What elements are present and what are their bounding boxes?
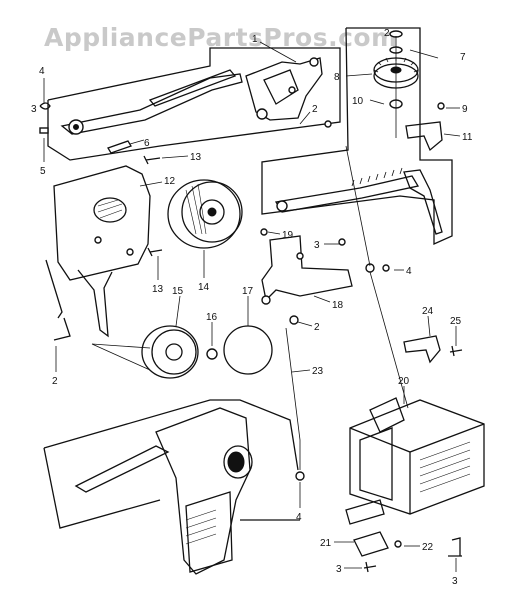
watermark-text: AppliancePartsPros.com <box>44 23 398 52</box>
clip-part-4-low <box>295 471 305 481</box>
callout-4: 4 <box>296 512 302 523</box>
callout-14: 14 <box>198 282 210 293</box>
callout-24: 24 <box>422 306 434 317</box>
callout-19: 19 <box>282 230 294 241</box>
pin-part-6 <box>107 140 132 154</box>
rod <box>369 271 409 409</box>
bracket-part-21 <box>353 531 389 557</box>
screw-part-19 <box>260 228 268 236</box>
callout-2: 2 <box>384 28 390 39</box>
callout-20: 20 <box>398 376 410 387</box>
screw-part-3-low <box>363 561 377 573</box>
washer-part-22 <box>394 540 402 548</box>
callout-3: 3 <box>336 564 342 575</box>
rod-part-23 <box>285 327 301 441</box>
callout-8: 8 <box>334 72 340 83</box>
callout-2: 2 <box>312 104 318 115</box>
washer-part-16 <box>206 348 218 360</box>
linkage-group <box>260 228 390 325</box>
callout-9: 9 <box>462 104 468 115</box>
screw-part-25 <box>449 345 463 357</box>
assembly-part-20 <box>349 399 485 515</box>
callout-16: 16 <box>206 312 218 323</box>
callout-6: 6 <box>144 138 150 149</box>
callout-25: 25 <box>450 316 462 327</box>
callout-labels: 4 1 2 2 7 8 10 9 11 3 6 5 13 12 14 13 19… <box>31 28 473 587</box>
callout-3: 3 <box>31 104 37 115</box>
callout-10: 10 <box>352 96 364 107</box>
screw-part-3 <box>338 238 346 246</box>
callout-3: 3 <box>314 240 320 251</box>
screw-part-5 <box>39 127 49 134</box>
plate-part-12 <box>53 165 151 281</box>
callout-4: 4 <box>406 266 412 277</box>
callout-21: 21 <box>320 538 332 549</box>
clip-part-4 <box>39 102 51 110</box>
callout-1: 1 <box>252 34 258 45</box>
disc-group <box>91 325 273 379</box>
gear-assembly-group <box>261 27 453 246</box>
machine-body-group <box>43 399 300 575</box>
cam-part-15 <box>141 325 199 379</box>
screw-part-13-bottom <box>147 247 163 257</box>
callout-13: 13 <box>152 284 164 295</box>
callout-4: 4 <box>39 66 45 77</box>
callout-2: 2 <box>314 322 320 333</box>
callout-12: 12 <box>164 176 176 187</box>
callout-2: 2 <box>52 376 58 387</box>
callout-23: 23 <box>312 366 324 377</box>
screw-part-13-top <box>143 155 161 165</box>
callout-13: 13 <box>190 152 202 163</box>
clip-part-2 <box>324 120 332 128</box>
lever-assembly-group <box>39 47 341 161</box>
cam-plate-group <box>45 155 243 341</box>
bracket-part-24 <box>403 335 441 364</box>
callout-7: 7 <box>460 52 466 63</box>
disc-part-17 <box>223 325 273 375</box>
screw-part-9 <box>437 102 445 110</box>
callout-11: 11 <box>462 132 473 143</box>
callout-22: 22 <box>422 542 434 553</box>
callout-15: 15 <box>172 286 184 297</box>
screw-part-3-right <box>448 537 462 557</box>
callout-5: 5 <box>40 166 46 177</box>
callout-17: 17 <box>242 286 254 297</box>
clip-part-2-mid <box>289 315 299 325</box>
leader-lines <box>43 41 461 572</box>
bracket-part-11 <box>405 121 443 152</box>
callout-3: 3 <box>452 576 458 587</box>
callout-18: 18 <box>332 300 344 311</box>
motor-assembly-group <box>345 335 485 573</box>
